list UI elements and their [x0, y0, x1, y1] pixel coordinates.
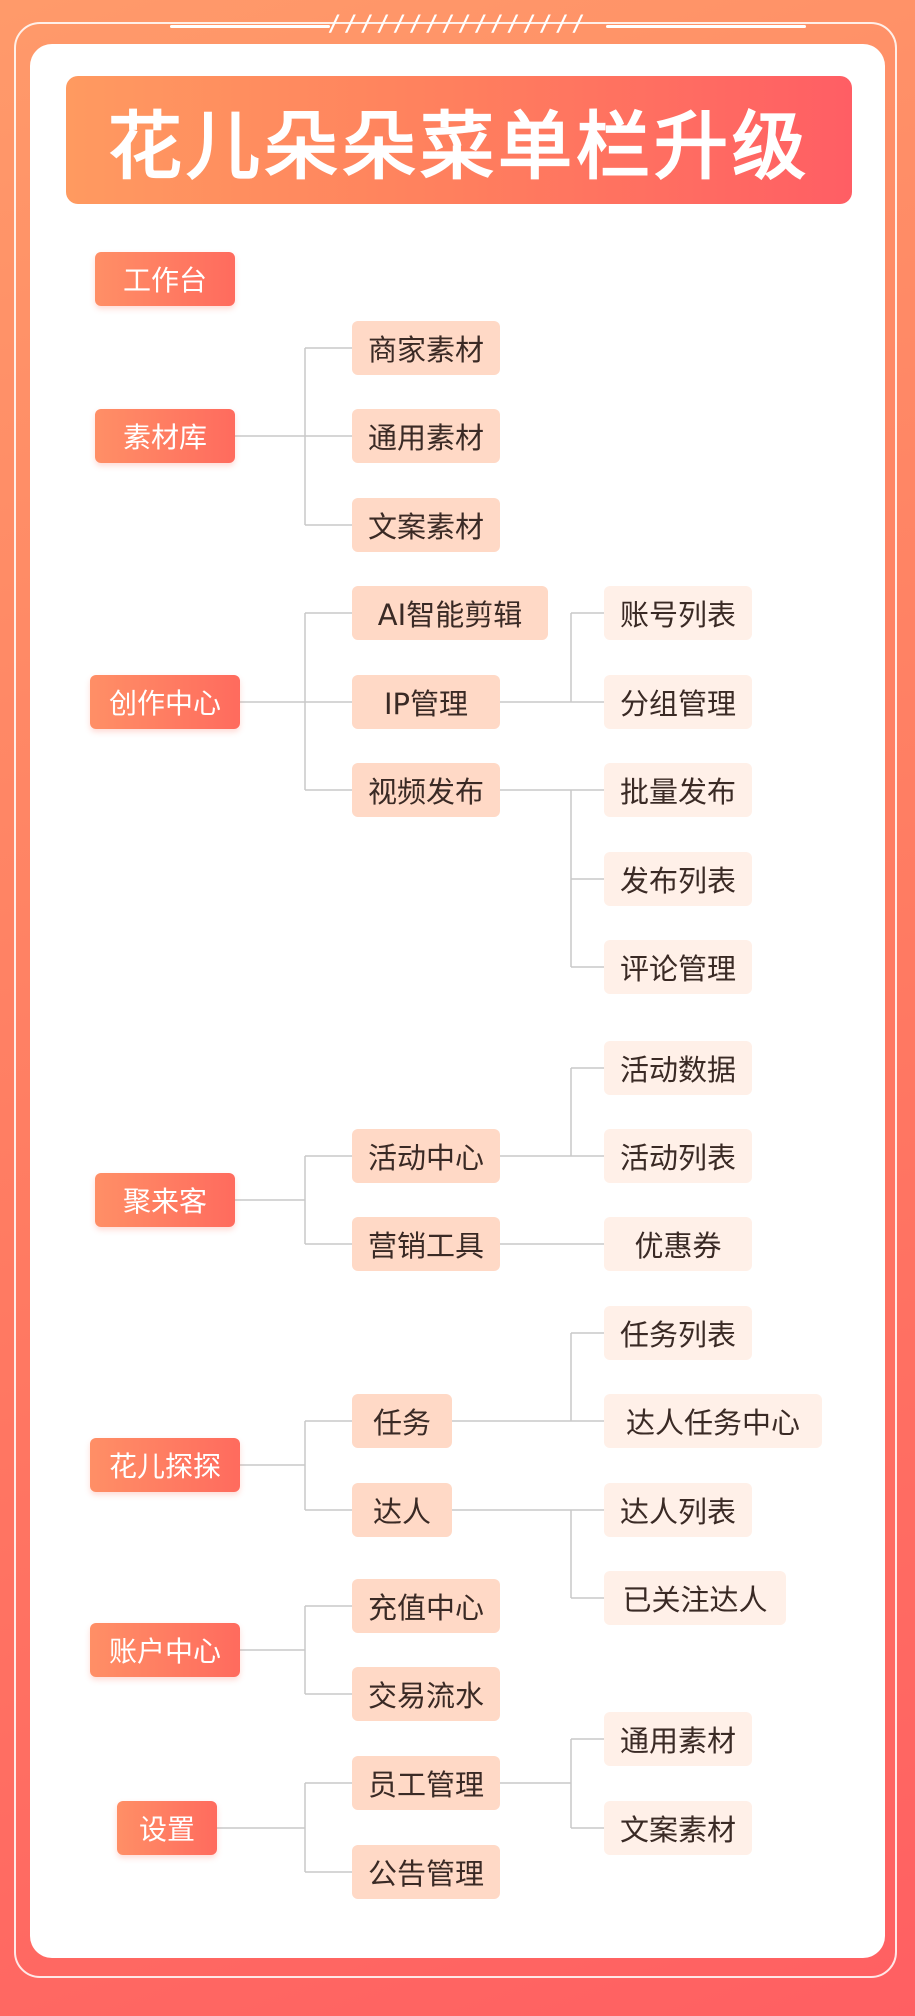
menu-item-level2[interactable]: 活动中心 — [352, 1129, 500, 1183]
title-banner: 花儿朵朵菜单栏升级 — [66, 76, 852, 204]
menu-item-level3[interactable]: 达人任务中心 — [604, 1394, 822, 1448]
menu-item-level3[interactable]: 通用素材 — [604, 1712, 752, 1766]
menu-item-level2[interactable]: AI智能剪辑 — [352, 586, 548, 640]
menu-item-level2[interactable]: 员工管理 — [352, 1756, 500, 1810]
menu-item-level3[interactable]: 优惠券 — [604, 1217, 752, 1271]
menu-item-level1[interactable]: 账户中心 — [90, 1623, 240, 1677]
menu-item-level2[interactable]: 充值中心 — [352, 1579, 500, 1633]
decoration-bar-right — [606, 25, 806, 28]
menu-item-level2[interactable]: 交易流水 — [352, 1667, 500, 1721]
menu-item-level1[interactable]: 聚来客 — [95, 1173, 235, 1227]
menu-item-level2[interactable]: IP管理 — [352, 675, 500, 729]
menu-item-level3[interactable]: 已关注达人 — [604, 1571, 786, 1625]
menu-item-level3[interactable]: 分组管理 — [604, 675, 752, 729]
outer-frame — [14, 22, 897, 1978]
decoration-slashes: //////////////// — [327, 12, 588, 37]
menu-item-level3[interactable]: 活动数据 — [604, 1041, 752, 1095]
menu-item-level3[interactable]: 发布列表 — [604, 852, 752, 906]
top-decoration: //////////////// — [0, 10, 915, 40]
menu-item-level2[interactable]: 达人 — [352, 1483, 452, 1537]
menu-item-level3[interactable]: 任务列表 — [604, 1306, 752, 1360]
menu-item-level2[interactable]: 公告管理 — [352, 1845, 500, 1899]
menu-item-level1[interactable]: 花儿探探 — [90, 1438, 240, 1492]
menu-item-level1[interactable]: 工作台 — [95, 252, 235, 306]
decoration-bar-left — [170, 25, 330, 28]
menu-item-level2[interactable]: 通用素材 — [352, 409, 500, 463]
menu-item-level3[interactable]: 批量发布 — [604, 763, 752, 817]
menu-item-level2[interactable]: 视频发布 — [352, 763, 500, 817]
menu-item-level3[interactable]: 文案素材 — [604, 1801, 752, 1855]
menu-item-level3[interactable]: 账号列表 — [604, 586, 752, 640]
menu-item-level3[interactable]: 活动列表 — [604, 1129, 752, 1183]
menu-item-level2[interactable]: 营销工具 — [352, 1217, 500, 1271]
menu-item-level2[interactable]: 文案素材 — [352, 498, 500, 552]
menu-item-level2[interactable]: 商家素材 — [352, 321, 500, 375]
menu-item-level1[interactable]: 设置 — [117, 1801, 217, 1855]
menu-item-level1[interactable]: 创作中心 — [90, 675, 240, 729]
menu-item-level1[interactable]: 素材库 — [95, 409, 235, 463]
menu-item-level3[interactable]: 评论管理 — [604, 940, 752, 994]
page-title: 花儿朵朵菜单栏升级 — [108, 103, 810, 190]
menu-item-level2[interactable]: 任务 — [352, 1394, 452, 1448]
menu-item-level3[interactable]: 达人列表 — [604, 1483, 752, 1537]
